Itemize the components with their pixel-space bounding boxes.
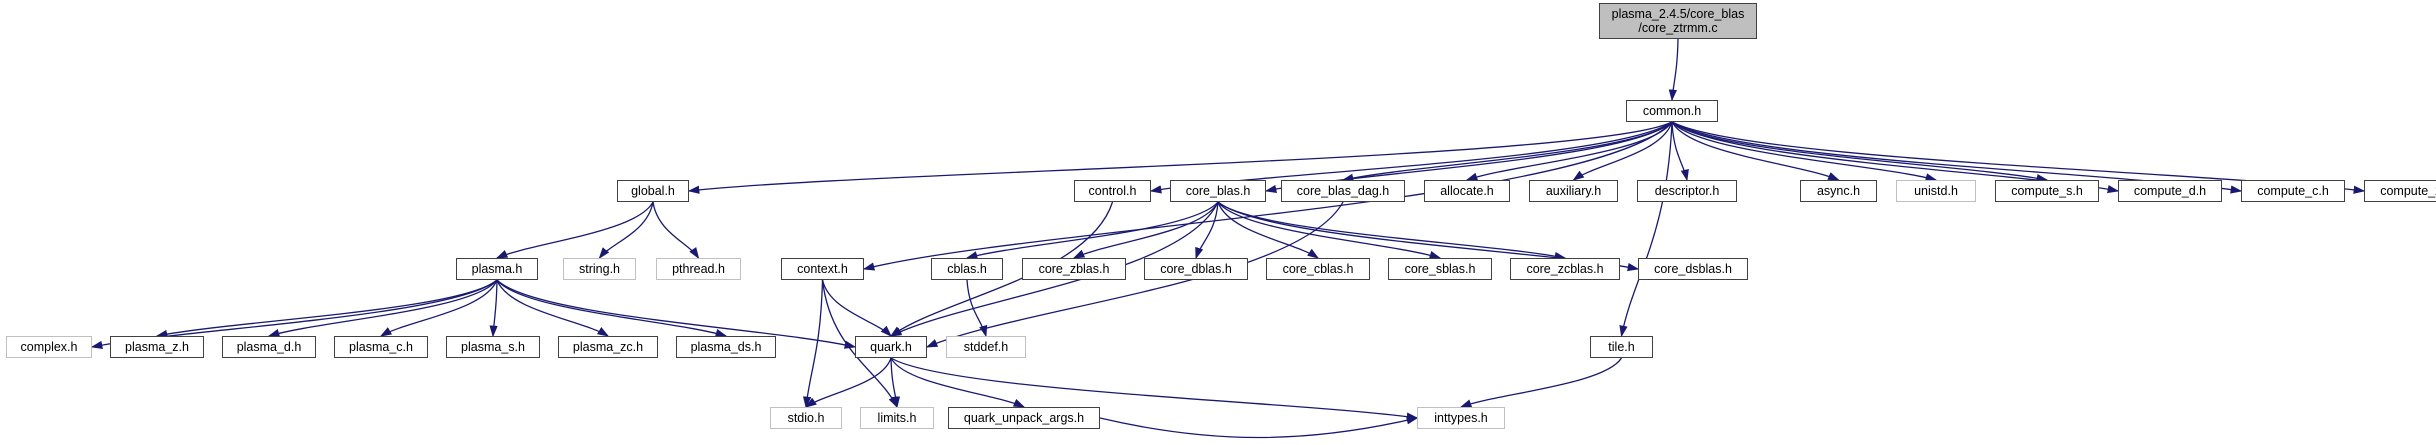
graph-node-async-h[interactable]: async.h	[1800, 180, 1877, 202]
graph-node-common-h[interactable]: common.h	[1626, 100, 1718, 122]
graph-node-cblas-h[interactable]: cblas.h	[931, 258, 1003, 280]
graph-node-quark-unpack-h[interactable]: quark_unpack_args.h	[948, 407, 1100, 429]
graph-edge-common-h-to-context-h	[862, 121, 1673, 271]
graph-edge-common-h-to-auxiliary-h	[1572, 121, 1673, 181]
graph-edge-core-blas-h-to-cblas-h	[965, 201, 1219, 260]
graph-edge-quark-h-to-stdio-h	[804, 357, 892, 408]
graph-node-pthread-h[interactable]: pthread.h	[656, 258, 741, 280]
graph-node-root: plasma_2.4.5/core_blas /core_ztrmm.c	[1599, 3, 1757, 39]
graph-edge-plasma-h-to-plasma-zc-h	[496, 279, 610, 337]
graph-node-auxiliary-h[interactable]: auxiliary.h	[1529, 180, 1618, 202]
graph-node-allocate-h[interactable]: allocate.h	[1424, 180, 1510, 202]
graph-node-stddef-h[interactable]: stddef.h	[946, 336, 1026, 358]
graph-node-compute-c-h[interactable]: compute_c.h	[2241, 180, 2345, 202]
graph-node-core-zcblas-h[interactable]: core_zcblas.h	[1510, 258, 1620, 280]
graph-edge-common-h-to-core-blas-dag-h	[1341, 121, 1673, 182]
graph-node-tile-h[interactable]: tile.h	[1590, 336, 1653, 358]
graph-node-complex-h[interactable]: complex.h	[6, 336, 92, 358]
graph-node-compute-d-h[interactable]: compute_d.h	[2118, 180, 2222, 202]
graph-node-plasma-z-h[interactable]: plasma_z.h	[110, 336, 204, 358]
graph-edge-quark-unpack-h-to-inttypes-h	[1099, 416, 1419, 439]
graph-edge-core-blas-h-to-core-zblas-h	[1072, 201, 1219, 259]
graph-node-plasma-ds-h[interactable]: plasma_ds.h	[676, 336, 776, 358]
graph-edge-cblas-h-to-stddef-h	[966, 279, 988, 338]
graph-edge-core-blas-h-to-core-sblas-h	[1217, 201, 1442, 259]
graph-edge-context-h-to-stdio-h	[802, 279, 824, 409]
graph-edge-quark-h-to-inttypes-h	[890, 357, 1419, 421]
graph-node-global-h[interactable]: global.h	[617, 180, 689, 202]
graph-node-compute-s-h[interactable]: compute_s.h	[1995, 180, 2099, 202]
graph-node-core-blas-dag-h[interactable]: core_blas_dag.h	[1281, 180, 1405, 202]
graph-edge-quark-h-to-limits-h	[890, 357, 901, 409]
graph-edge-quark-h-to-quark-unpack-h	[890, 357, 1026, 408]
graph-edge-common-h-to-global-h	[687, 121, 1673, 194]
graph-node-limits-h[interactable]: limits.h	[860, 407, 934, 429]
graph-node-context-h[interactable]: context.h	[781, 258, 864, 280]
graph-edge-tile-h-to-inttypes-h	[1459, 357, 1623, 408]
graph-node-core-cblas-h[interactable]: core_cblas.h	[1266, 258, 1370, 280]
graph-node-unistd-h[interactable]: unistd.h	[1896, 180, 1976, 202]
graph-node-plasma-d-h[interactable]: plasma_d.h	[222, 336, 316, 358]
graph-edge-global-h-to-plasma-h	[495, 201, 654, 259]
graph-edge-plasma-h-to-plasma-d-h	[267, 279, 498, 338]
graph-edge-core-blas-h-to-core-cblas-h	[1217, 201, 1320, 259]
graph-edge-control-h-to-quark-h	[889, 201, 1114, 337]
graph-node-quark-h[interactable]: quark.h	[855, 336, 927, 358]
graph-edge-plasma-h-to-plasma-s-h	[489, 279, 498, 338]
graph-edge-common-h-to-tile-h	[1619, 121, 1673, 338]
graph-node-core-sblas-h[interactable]: core_sblas.h	[1388, 258, 1492, 280]
graph-edge-common-h-to-compute-s-h	[1671, 121, 2049, 183]
graph-node-string-h[interactable]: string.h	[563, 258, 636, 280]
graph-edge-common-h-to-unistd-h	[1671, 121, 1938, 182]
graph-node-plasma-c-h[interactable]: plasma_c.h	[334, 336, 428, 358]
graph-edge-global-h-to-pthread-h	[652, 201, 700, 260]
graph-edge-global-h-to-string-h	[598, 201, 654, 260]
graph-edge-common-h-to-async-h	[1671, 121, 1840, 181]
graph-node-plasma-h[interactable]: plasma.h	[456, 258, 538, 280]
graph-edge-plasma-h-to-plasma-ds-h	[496, 279, 728, 338]
graph-edge-core-blas-h-to-quark-h	[889, 201, 1219, 337]
graph-edge-plasma-h-to-quark-h	[496, 279, 857, 349]
graph-edge-core-blas-h-to-core-zcblas-h	[1217, 201, 1567, 261]
graph-edge-root-to-common-h	[1668, 38, 1679, 102]
graph-node-core-dsblas-h[interactable]: core_dsblas.h	[1638, 258, 1748, 280]
graph-node-plasma-s-h[interactable]: plasma_s.h	[446, 336, 540, 358]
graph-edge-core-blas-h-to-core-dblas-h	[1195, 201, 1219, 260]
graph-edge-common-h-to-descriptor-h	[1671, 121, 1689, 182]
graph-node-stdio-h[interactable]: stdio.h	[770, 407, 842, 429]
graph-edge-plasma-h-to-plasma-c-h	[379, 279, 498, 337]
graph-node-descriptor-h[interactable]: descriptor.h	[1637, 180, 1737, 202]
graph-node-compute-z-h[interactable]: compute_z.h	[2364, 180, 2436, 202]
graph-node-core-blas-h[interactable]: core_blas.h	[1170, 180, 1266, 202]
graph-node-plasma-zc-h[interactable]: plasma_zc.h	[558, 336, 658, 358]
graph-node-inttypes-h[interactable]: inttypes.h	[1417, 407, 1505, 429]
graph-edge-plasma-h-to-plasma-z-h	[155, 279, 498, 339]
graph-node-core-dblas-h[interactable]: core_dblas.h	[1144, 258, 1248, 280]
graph-node-core-zblas-h[interactable]: core_zblas.h	[1022, 258, 1126, 280]
graph-edge-core-blas-dag-h-to-quark-h	[925, 201, 1344, 348]
graph-node-control-h[interactable]: control.h	[1074, 180, 1151, 202]
graph-edge-context-h-to-quark-h	[821, 279, 892, 337]
